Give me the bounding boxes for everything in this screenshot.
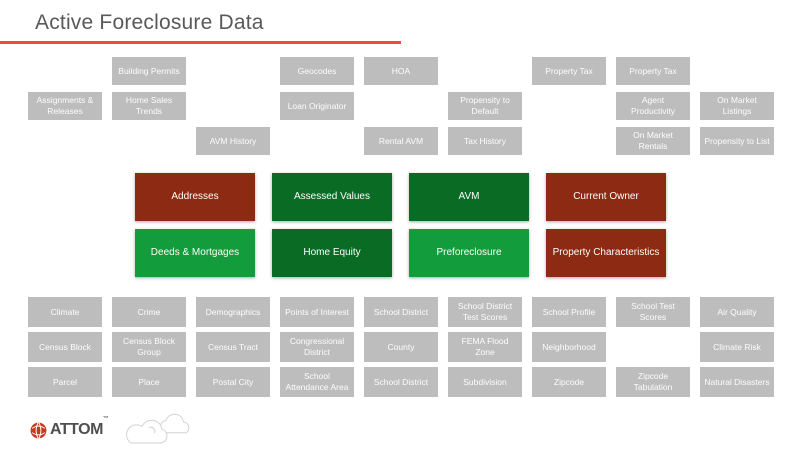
- category-box-parcel: Parcel: [28, 367, 102, 397]
- category-box-zipcode: Zipcode: [532, 367, 606, 397]
- category-box-home-sales-trends: Home Sales Trends: [112, 92, 186, 120]
- attom-logo-icon: [30, 421, 47, 439]
- category-box-rental-avm: Rental AVM: [364, 127, 438, 155]
- category-box-geocodes: Geocodes: [280, 57, 354, 85]
- category-box-assessed-values: Assessed Values: [272, 173, 392, 221]
- category-box-zipcode-tabulation: Zipcode Tabulation: [616, 367, 690, 397]
- category-box-avm-history: AVM History: [196, 127, 270, 155]
- category-box-air-quality: Air Quality: [700, 297, 774, 327]
- title-underline: [0, 41, 401, 44]
- category-box-agent-productivity: Agent Productivity: [616, 92, 690, 120]
- category-box-census-block: Census Block: [28, 332, 102, 362]
- category-box-congressional-district: Congressional District: [280, 332, 354, 362]
- category-box-place: Place: [112, 367, 186, 397]
- category-box-school-profile: School Profile: [532, 297, 606, 327]
- category-box-school-district: School District: [364, 367, 438, 397]
- category-box-addresses: Addresses: [135, 173, 255, 221]
- brand-name: ATTOM™: [50, 416, 109, 438]
- category-box-home-equity: Home Equity: [272, 229, 392, 277]
- category-box-points-of-interest: Points of Interest: [280, 297, 354, 327]
- category-box-loan-originator: Loan Originator: [280, 92, 354, 120]
- category-box-subdivision: Subdivision: [448, 367, 522, 397]
- bottom-category-grid: Climate Crime Demographics Points of Intere…: [28, 297, 774, 397]
- category-box-crime: Crime: [112, 297, 186, 327]
- category-box-avm: AVM: [409, 173, 529, 221]
- attom-logo: ATTOM™: [30, 416, 109, 439]
- category-box-preforeclosure: Preforeclosure: [409, 229, 529, 277]
- category-box-school-attendance-area: School Attendance Area: [280, 367, 354, 397]
- page-title: Active Foreclosure Data: [35, 11, 264, 34]
- category-box-school-district-test-scores: School District Test Scores: [448, 297, 522, 327]
- category-box-current-owner: Current Owner: [546, 173, 666, 221]
- category-box-tax-history: Tax History: [448, 127, 522, 155]
- category-box-census-tract: Census Tract: [196, 332, 270, 362]
- category-box-hoa: HOA: [364, 57, 438, 85]
- category-box-neighborhood: Neighborhood: [532, 332, 606, 362]
- category-box-on-market-rentals: On Market Rentals: [616, 127, 690, 155]
- category-box-demographics: Demographics: [196, 297, 270, 327]
- category-box-property-tax: Property Tax: [616, 57, 690, 85]
- category-box-deeds-mortgages: Deeds & Mortgages: [135, 229, 255, 277]
- category-box-climate: Climate: [28, 297, 102, 327]
- category-box-fema-flood-zone: FEMA Flood Zone: [448, 332, 522, 362]
- category-box-school-test-scores: School Test Scores: [616, 297, 690, 327]
- category-box-climate-risk: Climate Risk: [700, 332, 774, 362]
- category-box-postal-city: Postal City: [196, 367, 270, 397]
- footer: ATTOM™: [30, 413, 194, 446]
- category-box-on-market-listings: On Market Listings: [700, 92, 774, 120]
- category-box-assignments-releases: Assignments & Releases: [28, 92, 102, 120]
- category-box-propensity-to-list: Propensity to List: [700, 127, 774, 155]
- category-box-building-permits: Building Permits: [112, 57, 186, 85]
- category-box-property-tax: Property Tax: [532, 57, 606, 85]
- category-box-school-district: School District: [364, 297, 438, 327]
- category-box-propensity-to-default: Propensity to Default: [448, 92, 522, 120]
- clouds-icon: [122, 412, 194, 451]
- category-box-property-characteristics: Property Characteristics: [546, 229, 666, 277]
- category-box-census-block-group: Census Block Group: [112, 332, 186, 362]
- category-box-natural-disasters: Natural Disasters: [700, 367, 774, 397]
- core-dataset-grid: Addresses Assessed Values AVM Current Owner…: [135, 173, 666, 277]
- trademark-symbol: ™: [102, 416, 109, 422]
- category-box-county: County: [364, 332, 438, 362]
